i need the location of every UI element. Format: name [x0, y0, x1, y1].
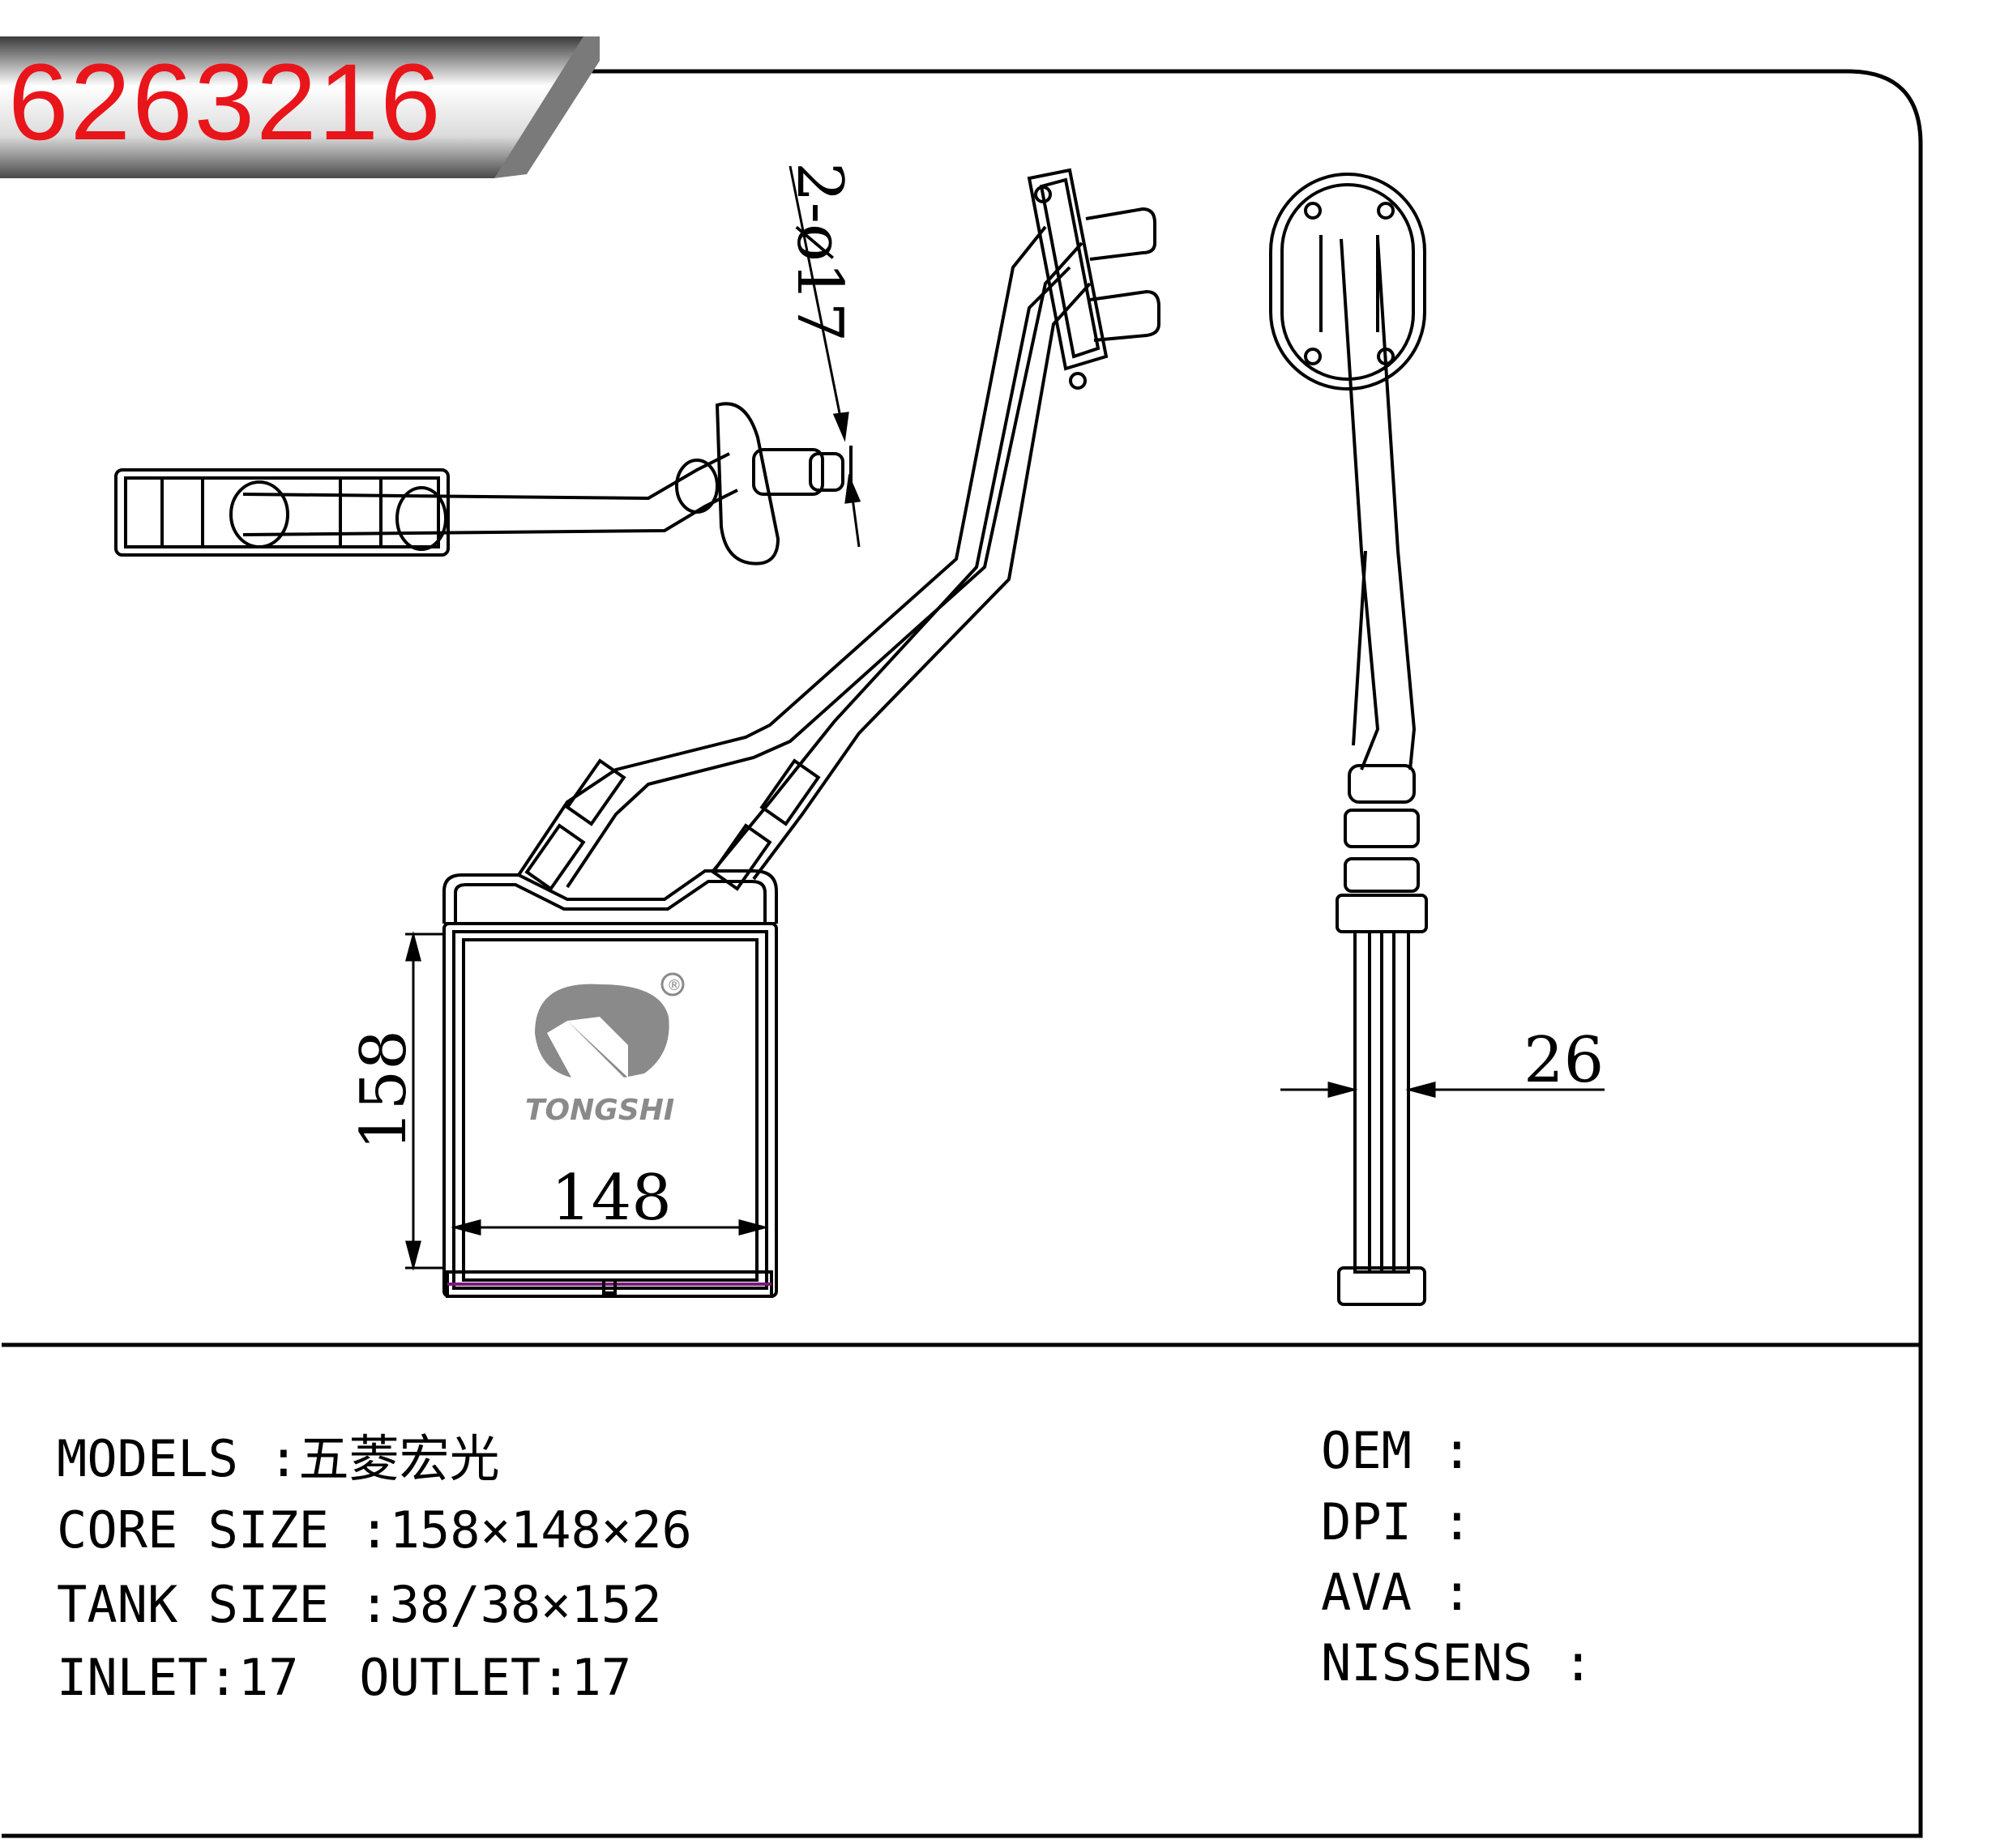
- spec-core-size: CORE SIZE :158×148×26: [57, 1500, 692, 1560]
- ref-oem: OEM :: [1321, 1421, 1472, 1480]
- ref-dpi: DPI :: [1321, 1492, 1472, 1551]
- registered-mark: ®: [667, 977, 682, 994]
- spec-models: MODELS :五菱宏光: [57, 1429, 500, 1488]
- outer-frame: [2, 69, 1923, 1838]
- spec-tank-size: TANK SIZE :38/38×152: [57, 1575, 662, 1634]
- side-view: [1269, 173, 1428, 1306]
- part-number: 6263216: [8, 42, 442, 163]
- part-number-badge: 6263216: [0, 16, 600, 178]
- ref-ava: AVA :: [1321, 1563, 1472, 1622]
- hose-clamps: [524, 758, 821, 891]
- dim-thickness-label: 26: [1524, 1024, 1604, 1097]
- front-view: [442, 168, 1160, 1298]
- tongshi-logo: ® TONGSHI: [525, 972, 685, 1127]
- dimension-lines: [405, 165, 1605, 1271]
- ref-nissens: NISSENS :: [1321, 1633, 1593, 1692]
- top-view: [114, 402, 853, 565]
- dim-width-label: 148: [551, 1162, 672, 1235]
- brand-name: TONGSHI: [525, 1094, 674, 1127]
- dim-height-label: 158: [348, 1030, 421, 1150]
- part-number-banner: [0, 36, 600, 178]
- dim-pipe-diameter-label: 2-ø17: [783, 162, 856, 342]
- spec-inlet-outlet: INLET:17 OUTLET:17: [57, 1648, 632, 1707]
